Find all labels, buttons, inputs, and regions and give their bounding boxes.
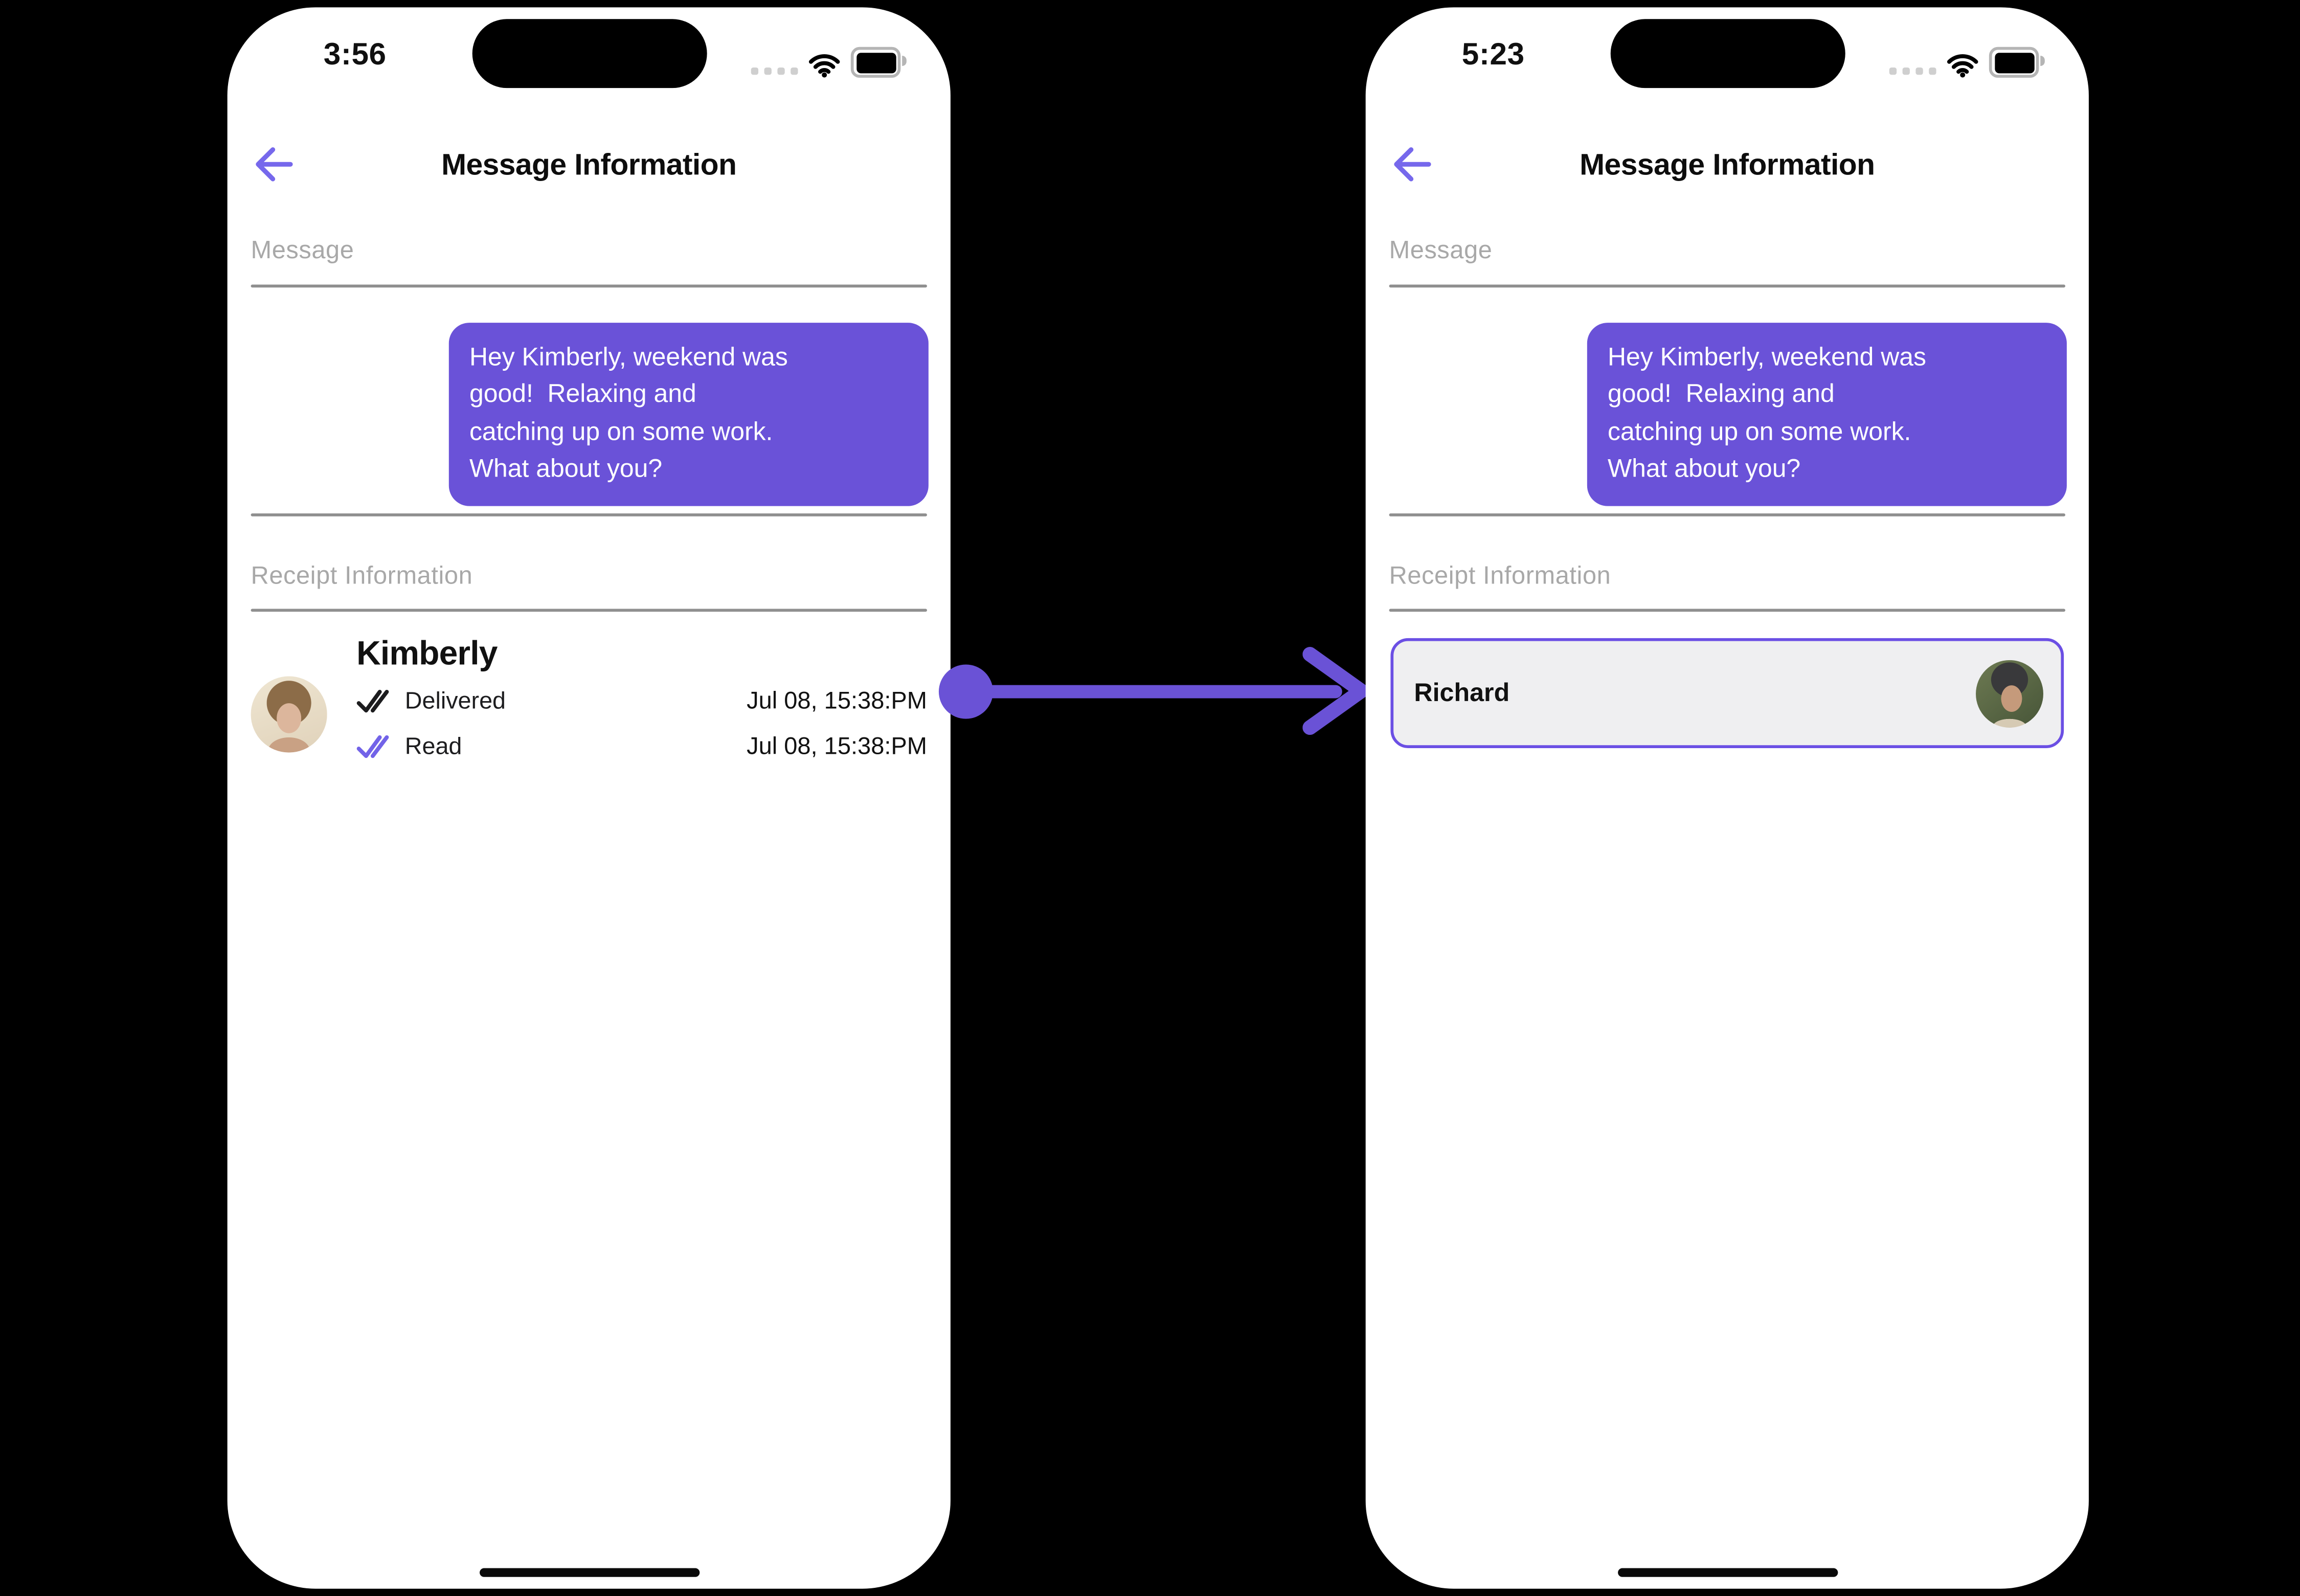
status-label: Delivered [404, 688, 506, 715]
back-button[interactable] [250, 142, 297, 189]
bubble-text-line: Hey Kimberly, weekend was [1608, 342, 1926, 371]
status-time: 3:56 [323, 38, 387, 72]
status-timestamp: Jul 08, 15:38:PM [747, 733, 927, 760]
message-bubble: Hey Kimberly, weekend was good! Relaxing… [448, 323, 929, 506]
divider [251, 513, 927, 516]
double-check-icon [356, 735, 389, 758]
bubble-text-line: catching up on some work. [1608, 416, 1911, 446]
arrow-right-icon [1302, 647, 1369, 735]
message-section-label: Message [251, 236, 354, 264]
divider [251, 284, 927, 288]
bubble-text-line: Hey Kimberly, weekend was [469, 342, 788, 371]
cellular-signal-dots-icon [1889, 67, 1936, 75]
status-icons [751, 46, 907, 78]
cellular-signal-dots-icon [751, 67, 798, 75]
page-title: Message Information [1580, 148, 1875, 182]
dynamic-island [471, 19, 707, 88]
divider [1389, 609, 2066, 612]
receipt-section-label: Receipt Information [1389, 561, 1611, 590]
home-indicator [479, 1568, 699, 1577]
phone-right: 5:23 Message Information Message Hey Kim… [1365, 7, 2089, 1589]
message-bubble: Hey Kimberly, weekend was good! Relaxing… [1587, 323, 2067, 506]
bubble-text-line: good! Relaxing and [1608, 379, 1835, 409]
divider [1389, 284, 2066, 288]
divider [251, 609, 927, 612]
battery-icon [1989, 47, 2045, 78]
arrow-line [963, 685, 1342, 699]
bubble-text-line: catching up on some work. [469, 416, 773, 446]
receipt-section-label: Receipt Information [251, 561, 473, 590]
read-status-row: Read Jul 08, 15:38:PM [228, 732, 951, 764]
status-label: Read [404, 733, 462, 760]
status-icons [1889, 46, 2045, 78]
home-indicator [1617, 1568, 1837, 1577]
bubble-text-line: good! Relaxing and [469, 379, 696, 409]
contact-avatar [1976, 659, 2043, 727]
double-check-icon [356, 689, 389, 713]
bubble-text-line: What about you? [1608, 454, 1801, 483]
contact-name: Kimberly [356, 634, 498, 672]
message-section-label: Message [1389, 236, 1493, 264]
page-title: Message Information [441, 148, 737, 182]
delivered-status-row: Delivered Jul 08, 15:38:PM [228, 687, 951, 719]
bubble-text-line: What about you? [469, 454, 663, 483]
divider [1389, 513, 2066, 516]
back-arrow-icon [1394, 146, 1431, 181]
wifi-icon [808, 54, 840, 78]
back-arrow-icon [256, 146, 293, 181]
wifi-icon [1947, 54, 1978, 78]
receipt-contact-row[interactable]: Richard [1390, 638, 2064, 748]
phone-left: 3:56 Message Information Message Hey Kim… [227, 7, 951, 1589]
battery-icon [850, 47, 907, 78]
back-button[interactable] [1388, 142, 1435, 189]
contact-avatar [251, 676, 327, 753]
contact-name: Richard [1414, 678, 1510, 707]
status-time: 5:23 [1461, 38, 1525, 72]
status-timestamp: Jul 08, 15:38:PM [747, 688, 927, 715]
dynamic-island [1610, 19, 1845, 88]
